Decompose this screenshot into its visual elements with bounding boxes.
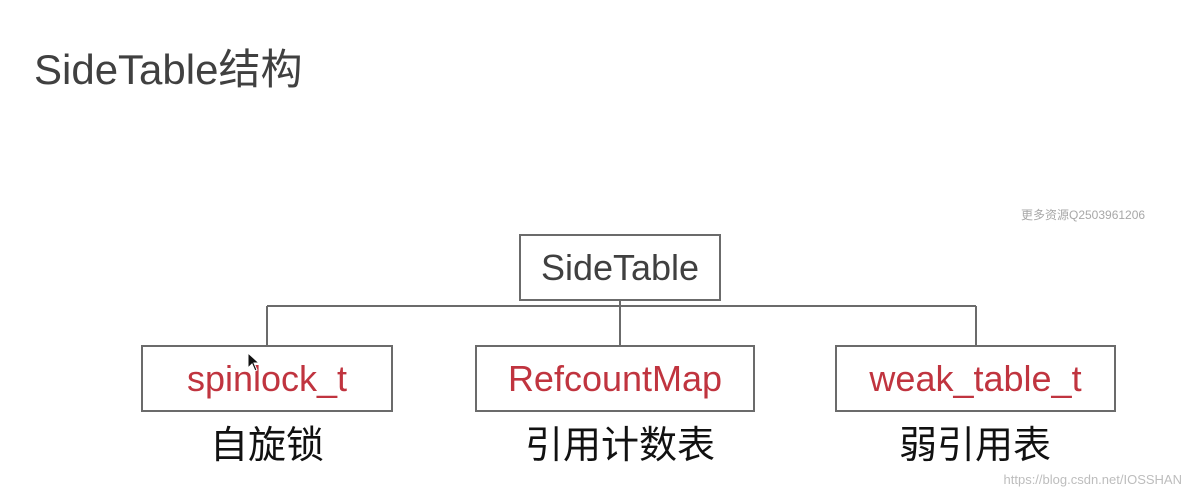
weak-table-caption: 弱引用表 bbox=[898, 425, 1051, 467]
sidetable-node-label: SideTable bbox=[540, 246, 700, 288]
watermark-url-text: https://blog.csdn.net/IOSSHAN bbox=[1003, 472, 1182, 487]
refcountmap-caption: 引用计数表 bbox=[524, 425, 715, 467]
slide-title: SideTable结构 bbox=[34, 46, 303, 93]
weak-table-node: weak_table_t bbox=[835, 345, 1116, 412]
spinlock-node: spinlock_t bbox=[141, 345, 393, 412]
watermark-resource-text: 更多资源Q2503961206 bbox=[1021, 208, 1146, 222]
weak-table-node-label: weak_table_t bbox=[869, 357, 1082, 399]
sidetable-node: SideTable bbox=[519, 234, 721, 301]
spinlock-caption: 自旋锁 bbox=[209, 425, 324, 467]
refcountmap-node-label: RefcountMap bbox=[507, 357, 723, 399]
refcountmap-node: RefcountMap bbox=[475, 345, 755, 412]
spinlock-node-label: spinlock_t bbox=[186, 357, 348, 399]
mouse-pointer-icon bbox=[247, 352, 261, 372]
